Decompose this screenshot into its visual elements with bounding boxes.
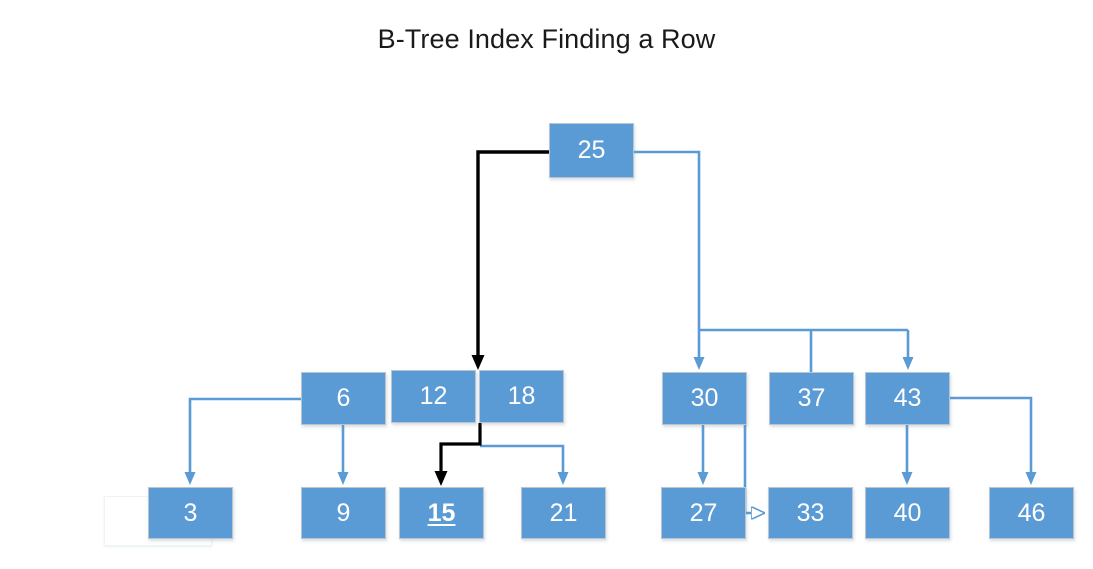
connector-43-to-46 — [950, 396, 1037, 485]
tree-node-30[interactable]: 30 — [662, 372, 747, 425]
tree-node-6[interactable]: 6 — [301, 372, 386, 425]
tree-node-12[interactable]: 12 — [391, 370, 476, 423]
connector-root-right-trunk — [634, 150, 908, 332]
tree-node-46[interactable]: 46 — [989, 487, 1074, 539]
tree-node-40[interactable]: 40 — [865, 487, 950, 539]
tree-node-15-target[interactable]: 15 — [399, 487, 484, 539]
connector-18-to-15-search-path — [434, 423, 482, 486]
tree-node-21[interactable]: 21 — [521, 487, 606, 539]
page-title: B-Tree Index Finding a Row — [377, 24, 716, 54]
tree-node-33[interactable]: 33 — [768, 487, 853, 539]
connector-6-to-3 — [184, 397, 301, 485]
tree-node-27[interactable]: 27 — [661, 487, 746, 539]
tree-node-37[interactable]: 37 — [769, 372, 854, 425]
tree-node-9[interactable]: 9 — [301, 487, 386, 539]
connector-18-to-21 — [480, 444, 569, 485]
tree-node-43[interactable]: 43 — [865, 372, 950, 425]
tree-node-18[interactable]: 18 — [479, 370, 564, 423]
connector-root-to-18-search-path — [471, 150, 549, 370]
tree-node-25[interactable]: 25 — [549, 123, 634, 178]
tree-node-3[interactable]: 3 — [148, 487, 233, 539]
